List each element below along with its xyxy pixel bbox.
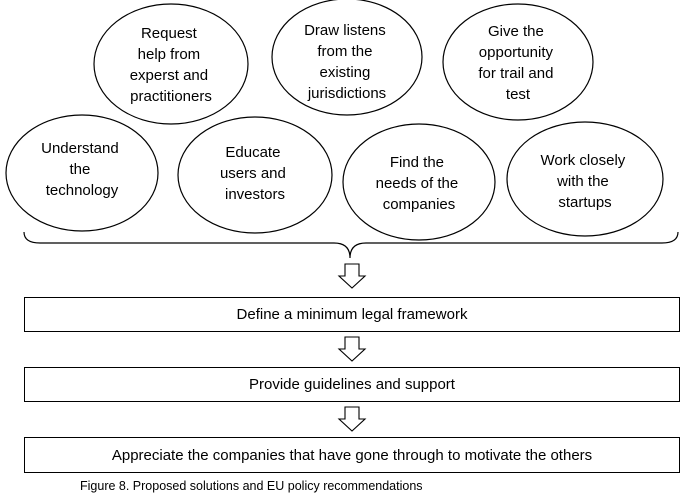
ellipse-request-help-text: Request help from experst and practition… (130, 25, 213, 105)
step-appreciate-companies: Appreciate the companies that have gone … (24, 437, 680, 473)
step-define-legal-framework: Define a minimum legal framework (24, 297, 680, 332)
ellipse-work-with-startups: Work closely with the startups (506, 121, 664, 237)
ellipse-understand-technology: Understand the technology (5, 114, 159, 232)
down-arrow-3 (337, 406, 367, 432)
ellipse-draw-lessons: Draw listens from the existing jurisdict… (271, 0, 423, 116)
step-define-legal-framework-label: Define a minimum legal framework (236, 306, 468, 323)
ellipse-find-needs-text: Find the needs of the companies (376, 154, 463, 213)
ellipse-educate-users-text: Educate users and investors (220, 144, 290, 203)
step-provide-guidelines-label: Provide guidelines and support (249, 376, 455, 393)
figure-caption: Figure 8. Proposed solutions and EU poli… (80, 479, 423, 493)
down-arrow-2 (337, 336, 367, 362)
ellipse-work-with-startups-text: Work closely with the startups (541, 152, 630, 211)
grouping-brace (23, 231, 679, 259)
ellipse-trial-and-test: Give the opportunity for trail and test (442, 3, 594, 121)
step-provide-guidelines: Provide guidelines and support (24, 367, 680, 402)
down-arrow-1 (337, 263, 367, 289)
ellipse-request-help: Request help from experst and practition… (93, 3, 249, 125)
ellipse-draw-lessons-text: Draw listens from the existing jurisdict… (304, 22, 390, 102)
step-appreciate-companies-label: Appreciate the companies that have gone … (111, 446, 593, 464)
ellipse-educate-users: Educate users and investors (177, 116, 333, 234)
ellipse-trial-and-test-text: Give the opportunity for trail and test (478, 23, 557, 103)
ellipse-understand-technology-text: Understand the technology (41, 140, 123, 199)
ellipse-find-needs: Find the needs of the companies (342, 123, 496, 241)
